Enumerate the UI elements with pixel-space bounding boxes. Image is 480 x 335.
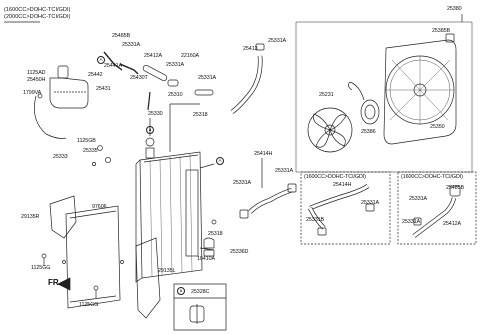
part-label: 25331A <box>122 42 140 48</box>
part-label: 25331A <box>233 180 251 186</box>
inset-1-title: (1600CC>DOHC-TCI/GDI) <box>304 174 366 180</box>
part-label: 1125GB <box>77 138 96 144</box>
part-label: 25331A <box>275 168 293 174</box>
part-label: 25380 <box>447 6 462 12</box>
part-label: 25414H <box>254 151 273 157</box>
part-label: 25413 <box>243 46 258 52</box>
callout-a-upper: A <box>97 56 105 64</box>
part-label: 25442 <box>88 72 103 78</box>
part-label: 25331A <box>402 219 420 225</box>
air-guard-left <box>135 237 161 319</box>
part-label: 22160A <box>181 53 199 59</box>
part-label: 25331A <box>198 75 216 81</box>
part-label: 1125GG <box>79 302 99 308</box>
part-label: 25331A <box>409 196 427 202</box>
part-label: 25336D <box>230 249 249 255</box>
part-label: 25331A <box>361 200 379 206</box>
part-label: 25331A <box>166 62 184 68</box>
part-label: 1125GG <box>31 265 51 271</box>
part-label: 25331A <box>268 38 286 44</box>
part-label: 25414H <box>333 182 352 188</box>
detail-box-a <box>173 283 227 331</box>
part-label: 1799VA <box>23 90 42 96</box>
part-label: 25318 <box>193 112 208 118</box>
radiator-core <box>139 151 203 279</box>
inset-box-2 <box>397 171 477 245</box>
fan-blades <box>307 107 353 153</box>
part-label: 25318 <box>208 231 223 237</box>
radiator-cap <box>145 137 155 147</box>
part-label: 25441A <box>104 63 122 69</box>
front-arrow <box>57 277 71 291</box>
condenser <box>65 205 121 309</box>
air-guard-right <box>49 195 77 239</box>
part-label: 25231 <box>319 92 334 98</box>
engine-variant-2: (2000CC>DOHC-TCI/GDI) <box>4 14 71 20</box>
part-label: 25335 <box>83 148 98 154</box>
part-label: 25331B <box>306 217 324 223</box>
part-label: 25430T <box>130 75 148 81</box>
part-label: 25385B <box>432 28 450 34</box>
part-label: 25485B <box>112 33 130 39</box>
part-label: 10410A <box>197 256 215 262</box>
part-label: 25412A <box>443 221 461 227</box>
part-label: 25330 <box>148 111 163 117</box>
engine-variant-1: (1600CC>DOHC-TCI/GDI) <box>4 7 71 13</box>
part-label: 1125AD <box>27 70 46 76</box>
hose-25412A <box>142 64 168 82</box>
part-label: 29135L <box>158 268 176 274</box>
reservoir-tank <box>49 77 89 109</box>
part-label: 25386 <box>361 129 376 135</box>
part-label: 29135R <box>21 214 40 220</box>
callout-a-detail: a <box>177 287 185 295</box>
part-label: 25450H <box>27 77 46 83</box>
callout-a-hose: A <box>216 157 224 165</box>
part-label: 25485B <box>446 185 464 191</box>
part-label: 97606 <box>92 204 107 210</box>
drain-plug <box>203 237 215 249</box>
overflow-hose <box>34 95 67 139</box>
reservoir-cap <box>57 65 69 79</box>
part-label: 25333 <box>53 154 68 160</box>
part-label: 25328C <box>191 289 210 295</box>
part-label: 25350 <box>430 124 445 130</box>
front-label: FR. <box>48 278 61 287</box>
fan-motor <box>360 99 380 125</box>
part-label: 25412A <box>144 53 162 59</box>
callout-a-lower: a <box>146 126 154 134</box>
part-label: 25431 <box>96 86 111 92</box>
inset-2-title: (1600CC>DOHC-TCI/GDI) <box>401 174 463 180</box>
hose-pipe-25318 <box>194 89 214 96</box>
part-label: 25310 <box>168 92 183 98</box>
inset-box-1 <box>300 171 391 245</box>
